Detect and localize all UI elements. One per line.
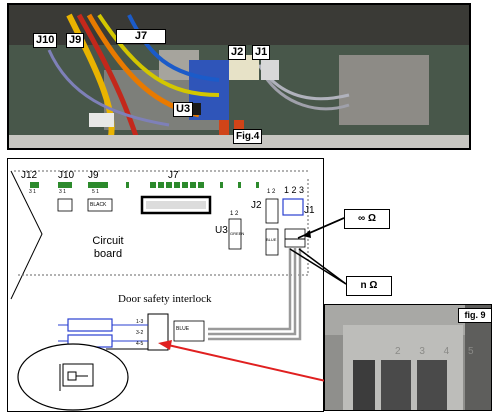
board-photo: J10 J9 J7 J2 J1 U3 Fig.4 bbox=[7, 3, 471, 150]
pins-j1: 1 2 3 bbox=[284, 185, 305, 195]
interlock-pin-2: 3-2 bbox=[136, 330, 144, 336]
interlock-pin-1: 1-3 bbox=[136, 319, 144, 325]
header-j12 bbox=[30, 182, 39, 188]
callout-open-circuit: ∞ Ω bbox=[344, 209, 390, 229]
schematic-inset bbox=[17, 343, 129, 411]
wire-color-blue: BLUE bbox=[266, 237, 277, 242]
pins-j12: 3 1 bbox=[29, 189, 36, 195]
embossed-pin-numbers: 2 3 4 5 bbox=[395, 346, 482, 357]
label-j7: J7 bbox=[168, 170, 179, 181]
photo-label-j1: J1 bbox=[252, 45, 271, 60]
wire-color-green: GREEN bbox=[230, 231, 245, 236]
interlock-photo: fig. 9 2 3 4 5 bbox=[324, 304, 492, 411]
interlock-body bbox=[147, 313, 169, 351]
j1-connector bbox=[282, 198, 304, 216]
label-j10: J10 bbox=[58, 170, 75, 181]
photo-label-j7: J7 bbox=[116, 29, 166, 44]
label-j1: J1 bbox=[304, 205, 315, 216]
header-j10 bbox=[58, 182, 72, 188]
j2-connector bbox=[265, 198, 279, 224]
pins-j9: 5 1 bbox=[92, 189, 99, 195]
wire-color-black: BLACK bbox=[90, 202, 107, 208]
circuit-board-label: Circuit board bbox=[68, 235, 148, 261]
interlock-photo-illustration bbox=[325, 305, 491, 410]
interlock-pin-3: 4-5 bbox=[136, 341, 144, 347]
pins-j10: 3 1 bbox=[59, 189, 66, 195]
photo-label-u3: U3 bbox=[173, 102, 194, 117]
label-u3: U3 bbox=[215, 225, 228, 236]
circuit-board-label-line2: board bbox=[93, 248, 123, 260]
photo-label-j9: J9 bbox=[66, 33, 85, 48]
header-j7 bbox=[150, 182, 204, 188]
callout-n-ohm: n Ω bbox=[346, 276, 392, 296]
wiring-diagram-lines bbox=[10, 170, 309, 411]
label-j12: J12 bbox=[21, 170, 38, 181]
door-interlock-title: Door safety interlock bbox=[118, 293, 212, 305]
wiring-diagram: J12 J10 J9 J7 J2 J1 U3 3 1 3 1 5 1 1 2 1… bbox=[7, 158, 324, 412]
photo-label-j2: J2 bbox=[228, 45, 247, 60]
u3-connector bbox=[228, 218, 242, 250]
circuit-board-label-line1: Circuit bbox=[92, 235, 124, 247]
pins-j2: 1 2 bbox=[267, 189, 276, 195]
photo-figure-caption-9: fig. 9 bbox=[458, 308, 491, 323]
photo-label-j10: J10 bbox=[33, 33, 58, 48]
pins-u3: 1 2 bbox=[230, 211, 239, 217]
label-j9: J9 bbox=[88, 170, 99, 181]
photo-figure-caption: Fig.4 bbox=[233, 129, 263, 144]
label-j2: J2 bbox=[251, 200, 262, 211]
wire-color-blue-interlock: BLUE bbox=[176, 326, 190, 332]
header-j9 bbox=[88, 182, 108, 188]
